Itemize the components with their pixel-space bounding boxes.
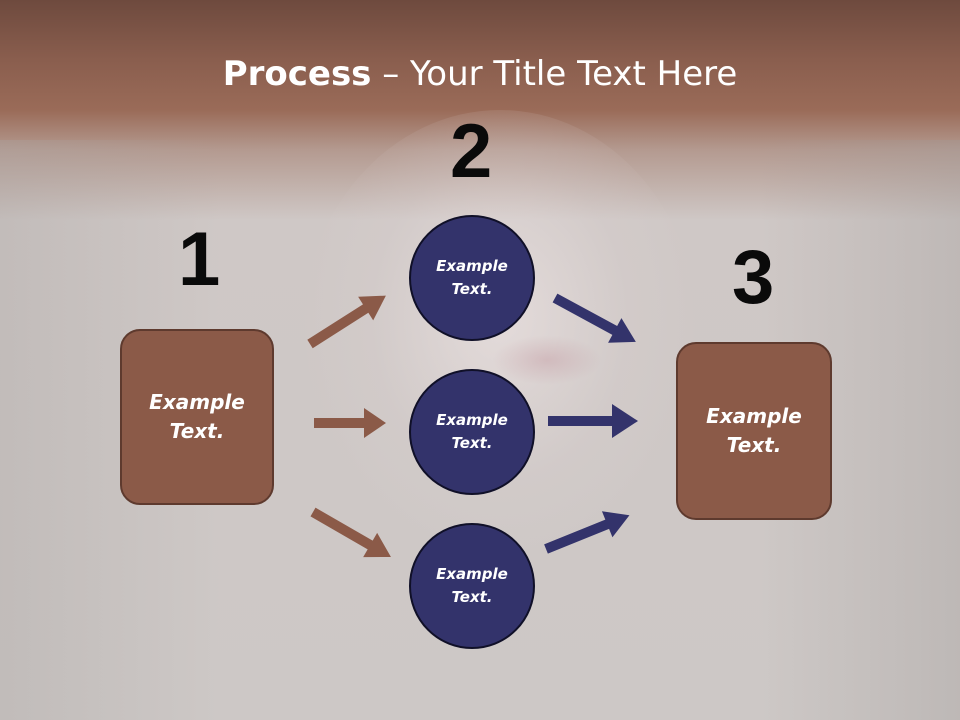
step-number-1: 1 — [178, 217, 221, 302]
slide-title: Process – Your Title Text Here — [0, 52, 960, 96]
arrow-left-to-bottom — [310, 507, 391, 558]
arrow-top-to-right — [552, 293, 636, 343]
arrows-navy — [544, 293, 638, 554]
title-rest: – Your Title Text Here — [371, 54, 738, 94]
arrow-bottom-to-right — [544, 511, 630, 554]
title-bold: Process — [222, 54, 372, 94]
step-number-3: 3 — [732, 235, 775, 320]
step-number-2: 2 — [450, 109, 493, 194]
background-portrait-lips — [492, 335, 602, 385]
arrow-middle-to-right — [548, 404, 638, 438]
arrow-left-to-middle — [314, 408, 386, 438]
arrows-brown — [307, 295, 391, 558]
arrow-left-to-top — [307, 295, 386, 349]
